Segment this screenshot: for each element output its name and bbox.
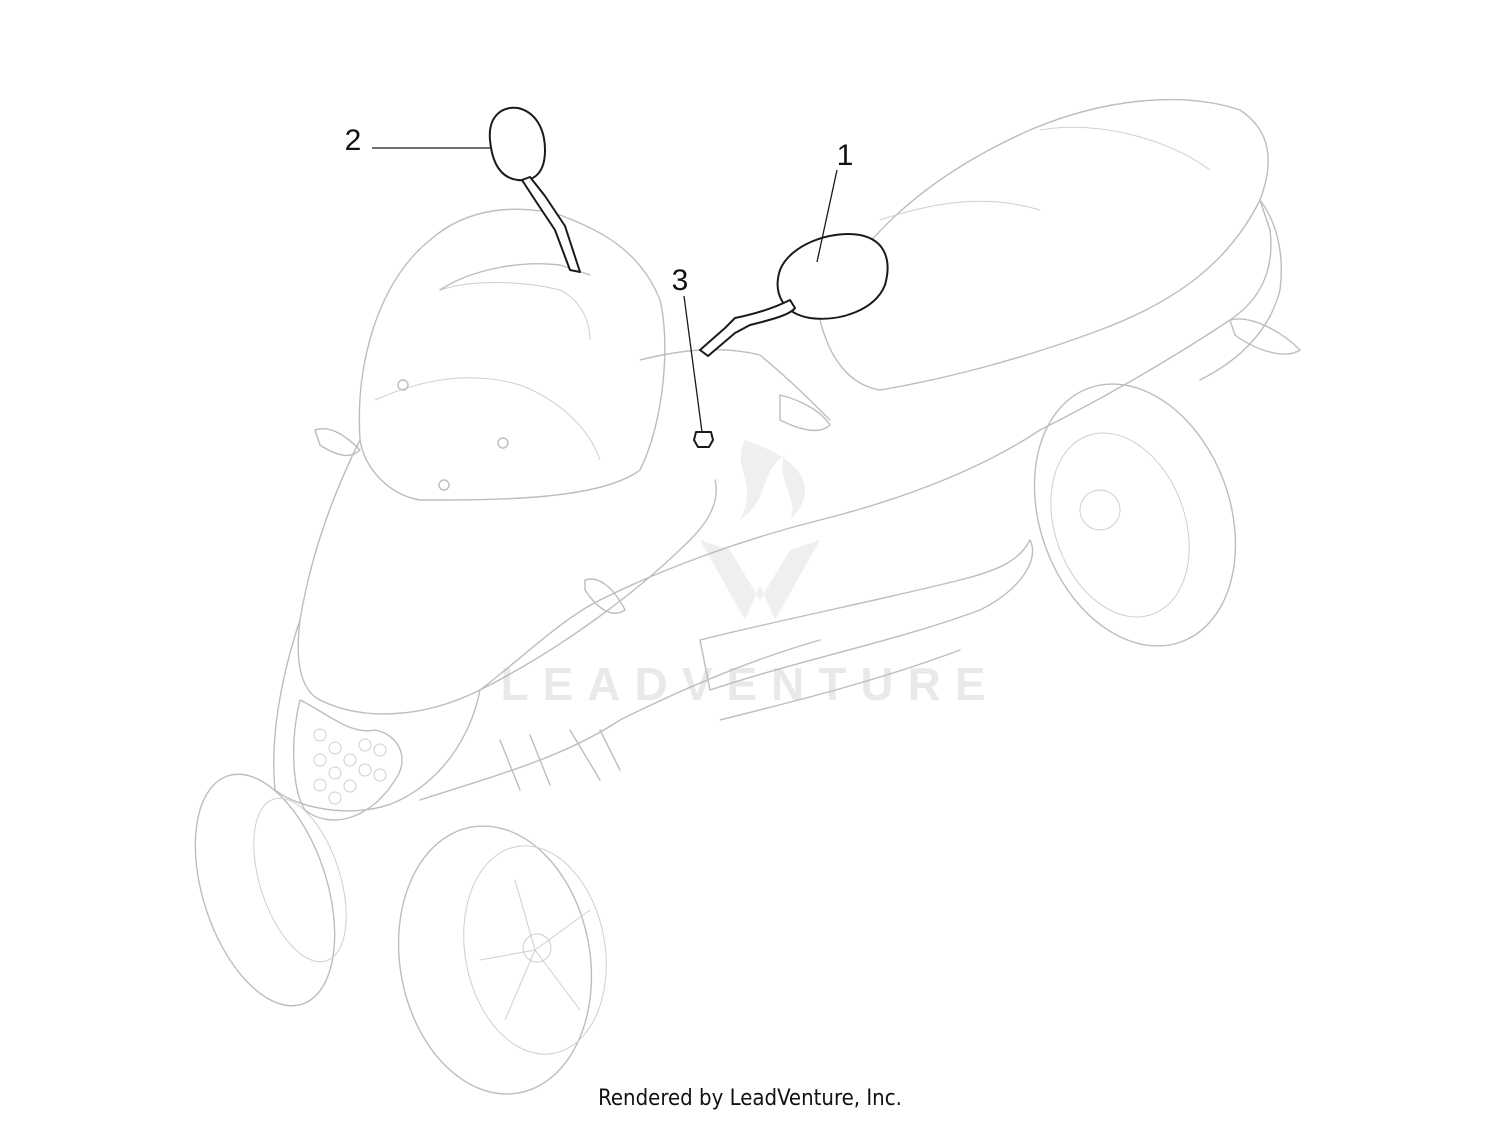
handlebar-right <box>639 348 831 421</box>
leadventure-logo-icon <box>700 440 820 620</box>
front-right-wheel-spokes <box>479 879 591 1021</box>
leader-lines <box>372 147 838 433</box>
watermark: LEADVENTURE <box>500 440 999 710</box>
windscreen <box>358 208 666 501</box>
rear-indicator <box>1229 318 1301 355</box>
mirror-mount-nut <box>693 431 714 448</box>
screen-bolt <box>438 479 450 491</box>
right-mirror-glass <box>776 233 889 320</box>
callout-labels: 1 2 3 <box>345 124 854 297</box>
leader-line-1 <box>816 169 838 263</box>
footboard <box>699 539 1034 691</box>
callout-1: 1 <box>837 139 854 172</box>
left-indicator <box>314 428 361 457</box>
front-indicator <box>584 578 626 614</box>
callout-3: 3 <box>672 264 689 297</box>
grille-mesh <box>313 728 387 805</box>
callout-2: 2 <box>345 124 362 157</box>
watermark-text: LEADVENTURE <box>500 658 999 710</box>
right-mirror-stem <box>699 299 796 357</box>
mount-nut-body <box>693 431 714 448</box>
right-mirror <box>699 233 889 357</box>
left-mirror-glass <box>488 106 546 182</box>
handlebar-left <box>439 263 591 291</box>
footer-credit: Rendered by LeadVenture, Inc. <box>598 1086 902 1111</box>
front-left-wheel <box>194 773 336 1007</box>
front-fairing <box>297 439 717 715</box>
screen-bolt <box>497 437 509 449</box>
left-mirror <box>488 106 581 273</box>
headlight-grille <box>293 699 403 821</box>
front-right-wheel <box>397 825 593 1095</box>
scooter-outline <box>194 98 1301 1095</box>
front-suspension <box>499 729 621 791</box>
seat <box>819 98 1269 391</box>
leader-line-3 <box>683 295 703 433</box>
rear-wheel <box>1033 383 1237 647</box>
screen-bolt <box>397 379 409 391</box>
rear-body <box>1039 199 1272 431</box>
left-mirror-stem <box>521 176 581 273</box>
